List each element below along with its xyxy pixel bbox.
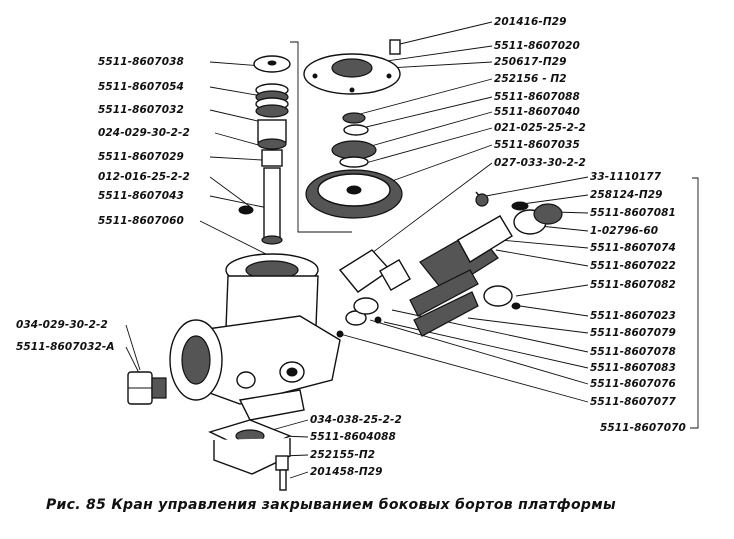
label-5511-8607083: 5511-8607083 — [590, 362, 676, 374]
leader-024-029 — [214, 132, 263, 147]
label-250617-p29: 250617-П29 — [494, 56, 567, 68]
leader-5511-8607029 — [209, 156, 263, 161]
nut-part — [342, 112, 366, 124]
leader-5511-8607022 — [495, 249, 589, 267]
left-plug-part — [127, 371, 167, 405]
right-assembly-part — [336, 191, 563, 338]
leader-5511-8607035 — [377, 144, 493, 187]
cover-boss-part — [331, 58, 373, 78]
label-5511-8607079: 5511-8607079 — [590, 327, 676, 339]
leader-5511-8607074 — [499, 239, 589, 249]
leader-33-1110177 — [485, 176, 589, 197]
leader-034-038 — [271, 419, 309, 431]
leader-5511-8607054 — [209, 86, 263, 97]
parts — [127, 39, 563, 491]
small-ring-part — [238, 205, 254, 215]
label-5511-8607070: 5511-8607070 — [600, 422, 686, 434]
label-5511-8607077: 5511-8607077 — [590, 396, 676, 408]
label-027-033-30-2-2: 027-033-30-2-2 — [494, 157, 586, 169]
label-5511-8607082: 5511-8607082 — [590, 279, 676, 291]
label-33-1110177: 33-1110177 — [590, 171, 662, 183]
label-5511-8604088: 5511-8604088 — [310, 431, 396, 443]
washer-small-part — [343, 124, 369, 136]
leader-5511-8607032 — [209, 109, 263, 123]
leader-5511-8607043 — [209, 195, 269, 209]
washer-hole — [267, 60, 277, 66]
stem-part — [263, 167, 281, 239]
label-034-038-25-2-2: 034-038-25-2-2 — [310, 414, 402, 426]
label-5511-8607088: 5511-8607088 — [494, 91, 580, 103]
cover-hole-3 — [349, 87, 355, 93]
leader-201458 — [289, 471, 309, 479]
label-5511-8607020: 5511-8607020 — [494, 40, 580, 52]
leader-5511-8607060 — [199, 220, 269, 256]
plunger-head-part — [261, 149, 283, 167]
leader-5511-8607083 — [383, 321, 589, 369]
leader-021-025 — [361, 127, 493, 165]
label-5511-8607054: 5511-8607054 — [98, 81, 184, 93]
o-ring-part — [339, 156, 369, 168]
cover-hole-1 — [312, 73, 318, 79]
bottom-flange-part — [208, 419, 292, 491]
label-5511-8607029: 5511-8607029 — [98, 151, 184, 163]
diaphragm-center — [346, 185, 362, 195]
cover-hole-2 — [386, 73, 392, 79]
label-021-025-25-2-2: 021-025-25-2-2 — [494, 122, 586, 134]
label-034-029-30-2-2: 034-029-30-2-2 — [16, 319, 108, 331]
figure-caption: Рис. 85 Кран управления закрыванием боко… — [46, 497, 616, 513]
label-252155-p2: 252155-П2 — [310, 449, 376, 461]
label-258124-p29: 258124-П29 — [590, 189, 663, 201]
leader-5511-8607082 — [515, 284, 589, 297]
leader-5511-8607032-a — [125, 346, 141, 376]
label-252156-p2: 252156 - П2 — [494, 73, 567, 85]
screw-part — [389, 39, 401, 55]
label-5511-8607032-a: 5511-8607032-А — [16, 341, 115, 353]
leader-5511-8607038 — [209, 61, 263, 67]
label-201416-p29: 201416-П29 — [494, 16, 567, 28]
valve-body-part — [169, 253, 341, 421]
leader-5511-8607020 — [379, 45, 493, 63]
label-5511-8607078: 5511-8607078 — [590, 346, 676, 358]
label-5511-8607043: 5511-8607043 — [98, 190, 184, 202]
label-5511-8607032: 5511-8607032 — [98, 104, 184, 116]
label-012-016-25-2-2: 012-016-25-2-2 — [98, 171, 190, 183]
leader-5511-8607077 — [339, 333, 589, 403]
leader-027-033 — [359, 162, 493, 263]
assembly-bracket — [690, 177, 699, 429]
label-5511-8607035: 5511-8607035 — [494, 139, 580, 151]
label-5511-8607040: 5511-8607040 — [494, 106, 580, 118]
leader-5511-8607040 — [363, 111, 493, 149]
label-1-02796-60: 1-02796-60 — [590, 225, 659, 237]
spring-part — [255, 83, 289, 118]
ring-part — [257, 138, 287, 150]
leader-201416 — [399, 21, 493, 45]
leader-5511-8607076 — [369, 319, 589, 385]
leader-5511-8607088 — [361, 96, 493, 129]
leader-1-02796 — [539, 225, 589, 232]
label-5511-8607060: 5511-8607060 — [98, 215, 184, 227]
label-5511-8607081: 5511-8607081 — [590, 207, 676, 219]
stem-end-part — [261, 235, 283, 245]
label-5511-8607022: 5511-8607022 — [590, 260, 676, 272]
label-5511-8607076: 5511-8607076 — [590, 378, 676, 390]
leader-bracket-top — [290, 41, 352, 233]
leader-034-029-left — [125, 324, 141, 371]
label-5511-8607074: 5511-8607074 — [590, 242, 676, 254]
leader-258124 — [514, 194, 589, 206]
leader-5511-8607079 — [467, 317, 589, 334]
label-201458-p29: 201458-П29 — [310, 466, 383, 478]
leader-5511-8607023 — [519, 305, 589, 317]
leader-252156 — [359, 78, 493, 115]
label-5511-8607023: 5511-8607023 — [590, 310, 676, 322]
label-5511-8607038: 5511-8607038 — [98, 56, 184, 68]
label-024-029-30-2-2: 024-029-30-2-2 — [98, 127, 190, 139]
